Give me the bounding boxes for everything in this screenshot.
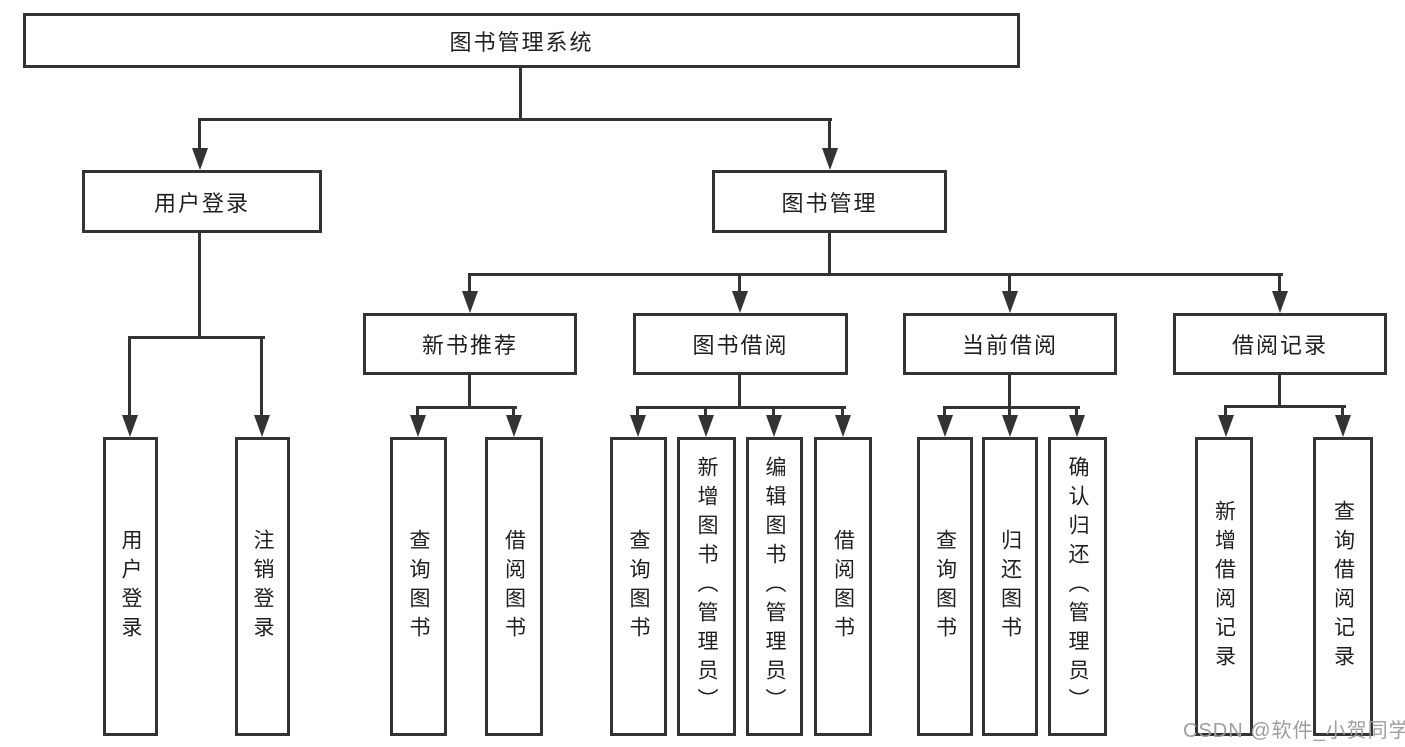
connector-book-mgmt-stem xyxy=(828,233,831,275)
leaf-return-book: 归还图书 xyxy=(982,437,1038,736)
arrowhead xyxy=(254,415,270,437)
leaf-query-borrow-record: 查询借阅记录 xyxy=(1313,437,1373,736)
leaf-label: 借阅图书 xyxy=(502,528,526,645)
leaf-label: 查询借阅记录 xyxy=(1331,499,1355,674)
connector-arrow-stem xyxy=(636,406,639,417)
connector-arrow-stem xyxy=(1075,406,1078,417)
leaf-label: 注销登录 xyxy=(251,528,274,645)
connector-recommend-stem xyxy=(468,375,471,408)
arrowhead xyxy=(1218,415,1234,437)
leaf-label: 查询图书 xyxy=(407,528,430,645)
node-current-borrow: 当前借阅 xyxy=(903,313,1117,375)
arrowhead xyxy=(462,291,478,313)
leaf-label: 编辑图书（管理员） xyxy=(763,456,786,717)
connector-arrow-stem xyxy=(468,273,471,293)
leaf-label: 用户登录 xyxy=(119,528,142,645)
arrowhead xyxy=(410,415,426,437)
connector-arrow-stem xyxy=(1341,405,1344,417)
connector-arrow-stem xyxy=(828,118,831,150)
leaf-add-borrow-record: 新增借阅记录 xyxy=(1195,437,1253,736)
leaf-label: 新增借阅记录 xyxy=(1212,499,1236,674)
connector-arrow-stem xyxy=(1008,273,1011,293)
connector-arrow-stem xyxy=(128,336,131,415)
arrowhead xyxy=(1002,291,1018,313)
connector-records-hline xyxy=(1224,405,1346,408)
connector-arrow-stem xyxy=(738,273,741,293)
connector-arrow-stem xyxy=(943,406,946,417)
connector-arrow-stem xyxy=(841,406,844,417)
node-book-management: 图书管理 xyxy=(712,170,947,233)
arrowhead xyxy=(732,291,748,313)
arrowhead xyxy=(822,148,838,170)
connector-arrow-stem xyxy=(416,406,419,417)
connector-current-stem xyxy=(1008,375,1011,408)
arrowhead xyxy=(937,415,953,437)
csdn-watermark: CSDN @软件_小贺同学 xyxy=(1183,720,1405,742)
connector-root-stem xyxy=(519,68,522,120)
arrowhead xyxy=(506,415,522,437)
leaf-query-book-current: 查询图书 xyxy=(917,437,973,736)
arrowhead xyxy=(122,415,138,437)
node-library-management-system: 图书管理系统 xyxy=(23,13,1020,68)
node-user-login: 用户登录 xyxy=(82,170,322,233)
connector-arrow-stem xyxy=(1278,273,1281,293)
arrowhead xyxy=(1069,415,1085,437)
node-label: 借阅记录 xyxy=(1231,333,1328,358)
connector-current-hline xyxy=(943,406,1080,409)
leaf-edit-book-admin: 编辑图书（管理员） xyxy=(746,437,803,736)
leaf-add-book-admin: 新增图书（管理员） xyxy=(677,437,736,736)
node-label: 新书推荐 xyxy=(421,333,518,358)
connector-user-login-stem xyxy=(198,233,201,337)
leaf-query-book-recommend: 查询图书 xyxy=(390,437,447,736)
node-borrow-records: 借阅记录 xyxy=(1173,313,1387,375)
connector-arrow-stem xyxy=(1008,406,1011,417)
arrowhead xyxy=(766,415,782,437)
leaf-user-login: 用户登录 xyxy=(103,437,158,736)
leaf-query-book-borrow: 查询图书 xyxy=(610,437,667,736)
leaf-logout: 注销登录 xyxy=(235,437,290,736)
connector-borrow-stem xyxy=(738,375,741,408)
node-label: 当前借阅 xyxy=(961,333,1058,358)
connector-user-login-hline xyxy=(128,336,265,339)
connector-arrow-stem xyxy=(772,406,775,417)
node-label: 图书管理 xyxy=(781,190,878,216)
arrowhead xyxy=(630,415,646,437)
leaf-label: 查询图书 xyxy=(627,528,650,645)
leaf-label: 确认归还（管理员） xyxy=(1066,456,1089,717)
leaf-label: 新增图书（管理员） xyxy=(695,456,718,717)
leaf-confirm-return-admin: 确认归还（管理员） xyxy=(1048,437,1107,736)
connector-level3-hline xyxy=(468,273,1283,276)
connector-borrow-hline xyxy=(636,406,846,409)
node-label: 图书借阅 xyxy=(692,333,789,358)
node-label: 图书管理系统 xyxy=(449,29,594,55)
arrowhead xyxy=(1002,415,1018,437)
node-book-borrow: 图书借阅 xyxy=(633,313,848,375)
connector-arrow-stem xyxy=(260,336,263,415)
connector-arrow-stem xyxy=(1224,405,1227,417)
connector-arrow-stem xyxy=(704,406,707,417)
leaf-label: 借阅图书 xyxy=(831,528,855,645)
arrowhead xyxy=(1272,291,1288,313)
leaf-borrow-book: 借阅图书 xyxy=(814,437,872,736)
node-new-book-recommend: 新书推荐 xyxy=(363,313,577,375)
node-label: 用户登录 xyxy=(153,190,250,216)
arrowhead xyxy=(192,148,208,170)
connector-arrow-stem xyxy=(198,118,201,150)
connector-recommend-hline xyxy=(416,406,517,409)
connector-arrow-stem xyxy=(512,406,515,417)
arrowhead xyxy=(1335,415,1351,437)
leaf-label: 查询图书 xyxy=(933,528,957,645)
connector-level2-hline xyxy=(198,118,832,121)
leaf-borrow-book-recommend: 借阅图书 xyxy=(485,437,543,736)
arrowhead xyxy=(835,415,851,437)
connector-records-stem xyxy=(1278,375,1281,406)
arrowhead xyxy=(698,415,714,437)
leaf-label: 归还图书 xyxy=(998,528,1022,645)
